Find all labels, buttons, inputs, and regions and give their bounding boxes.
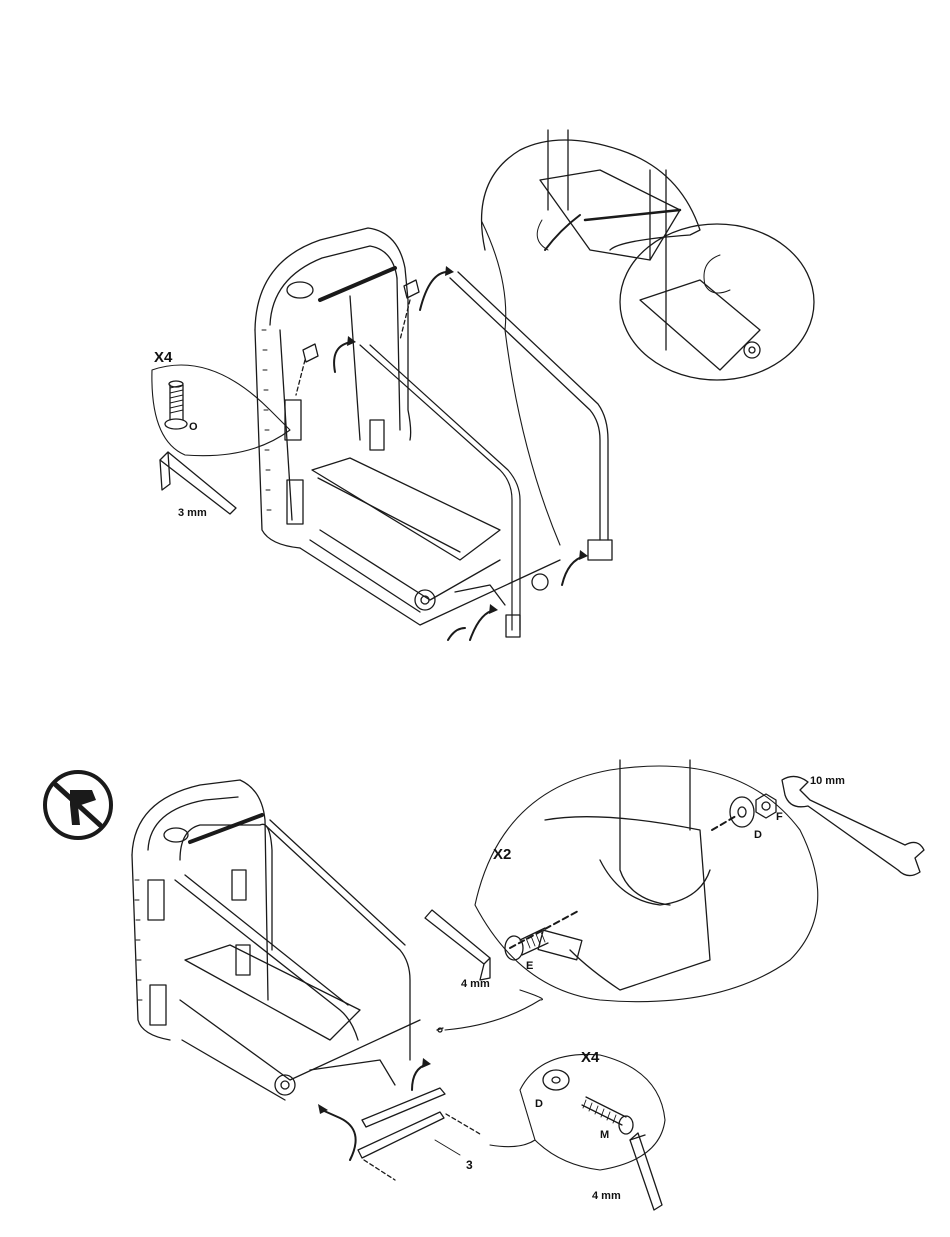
- step2-upper-tool-size: 4 mm: [461, 978, 490, 990]
- no-power-tools-icon: [45, 772, 111, 838]
- step2-lower-callout: [490, 1054, 665, 1210]
- step2-upper-callout: [425, 760, 924, 1032]
- step1-tool-size: 3 mm: [178, 507, 207, 519]
- step2-bolt-letter: E: [526, 960, 533, 972]
- step2-upper-quantity: X2: [493, 846, 511, 863]
- step2-nut-letter: F: [776, 811, 783, 823]
- step2-lower-washer-letter: D: [535, 1098, 543, 1110]
- crossbar-part-number: 3: [466, 1158, 473, 1172]
- step1-treadmill: [255, 228, 612, 640]
- step1-detail-inset: [482, 130, 814, 545]
- step2-lower-tool-size: 4 mm: [592, 1190, 621, 1202]
- step2-wrench-size: 10 mm: [810, 775, 845, 787]
- step2-lower-bolt-letter: M: [600, 1129, 609, 1141]
- step1-part-letter: O: [189, 421, 198, 433]
- step2-lower-quantity: X4: [581, 1049, 599, 1066]
- step1-quantity-label: X4: [154, 349, 172, 366]
- step2-washer-letter: D: [754, 829, 762, 841]
- step1-fastener-callout: [152, 365, 290, 514]
- step2-treadmill: [132, 780, 480, 1180]
